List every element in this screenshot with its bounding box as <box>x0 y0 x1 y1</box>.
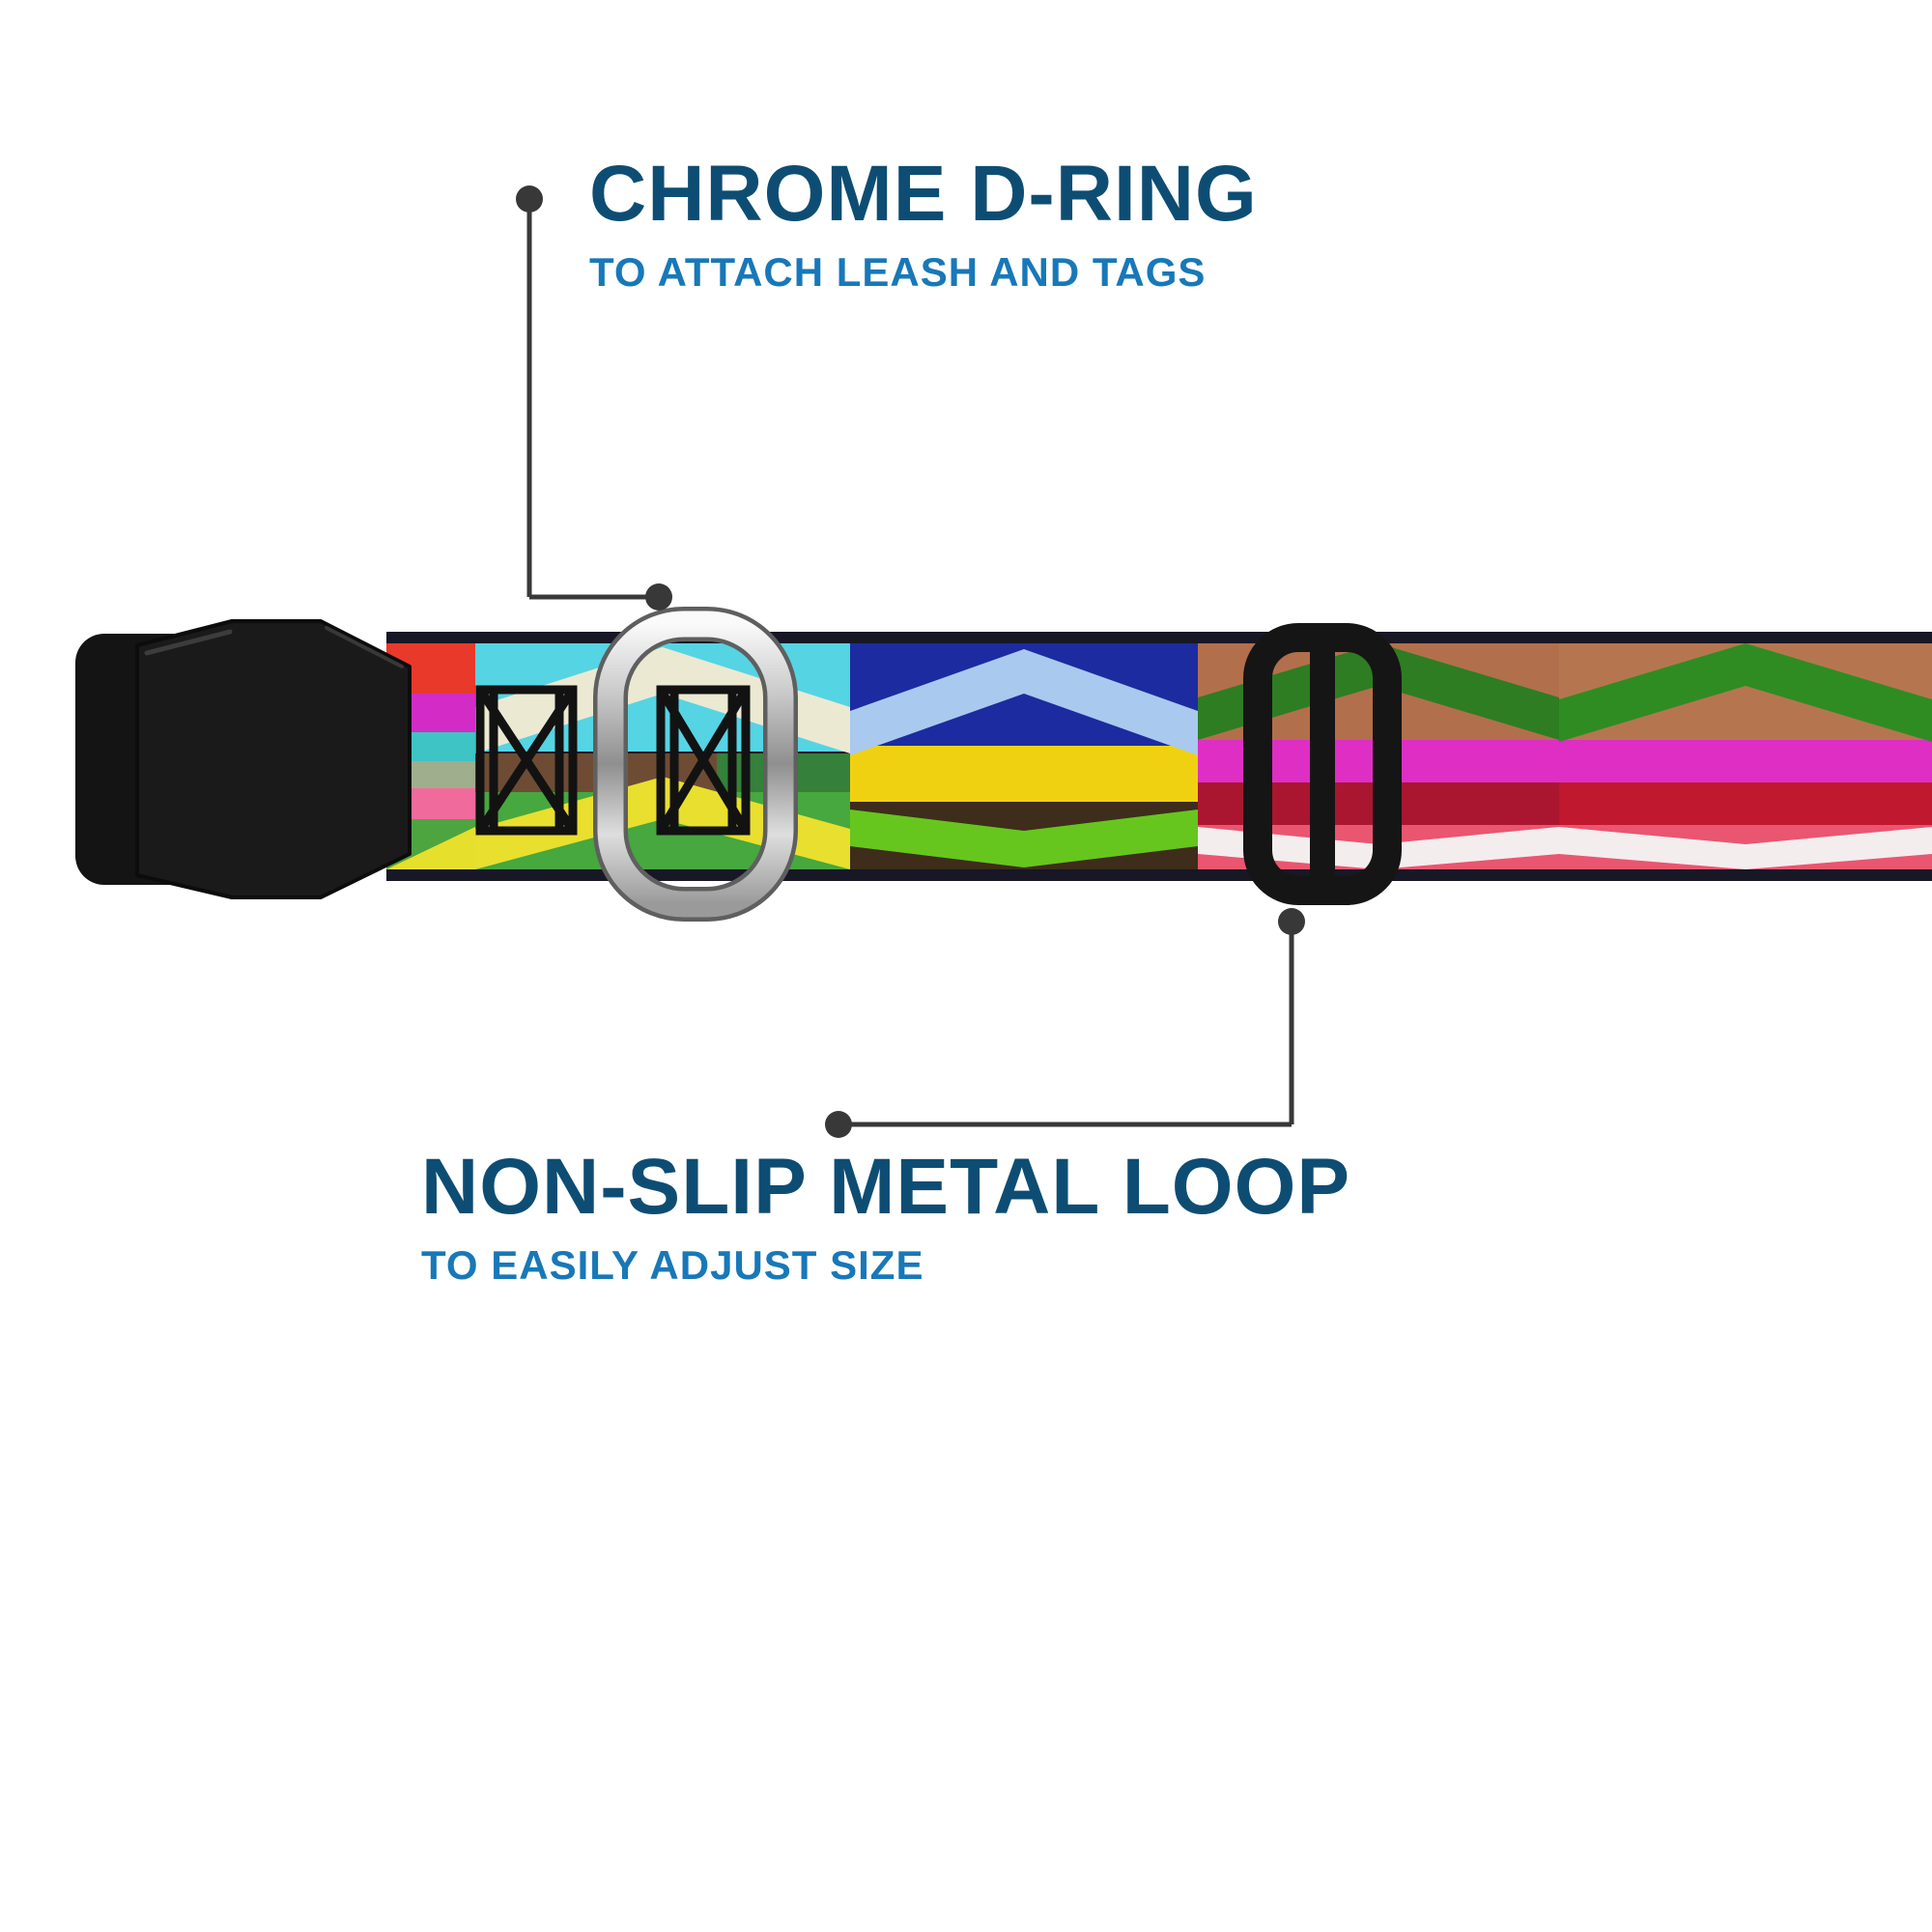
stitch-boxes <box>475 685 751 836</box>
callout-dot <box>516 185 543 213</box>
annotation-title: NON-SLIP METAL LOOP <box>421 1143 1351 1231</box>
annotation-metal-loop: NON-SLIP METAL LOOP TO EASILY ADJUST SIZ… <box>421 1148 1350 1289</box>
webbing-tile-d <box>1559 643 1932 869</box>
callout-dot <box>825 1111 852 1138</box>
annotation-subtitle: TO ATTACH LEASH AND TAGS <box>589 249 1207 295</box>
callout-metal-loop <box>825 908 1305 1138</box>
webbing-tile-b <box>850 643 1198 869</box>
annotation-chrome-d-ring: CHROME D-RING TO ATTACH LEASH AND TAGS <box>589 155 1258 296</box>
annotation-title: CHROME D-RING <box>589 150 1258 238</box>
callout-dot <box>645 583 672 611</box>
plastic-side-release-buckle <box>75 619 412 899</box>
annotation-subtitle: TO EASILY ADJUST SIZE <box>421 1242 924 1288</box>
chrome-d-ring <box>593 607 798 922</box>
callout-d-ring <box>516 185 672 611</box>
callout-dot <box>1278 908 1305 935</box>
non-slip-metal-loop <box>1243 623 1402 905</box>
